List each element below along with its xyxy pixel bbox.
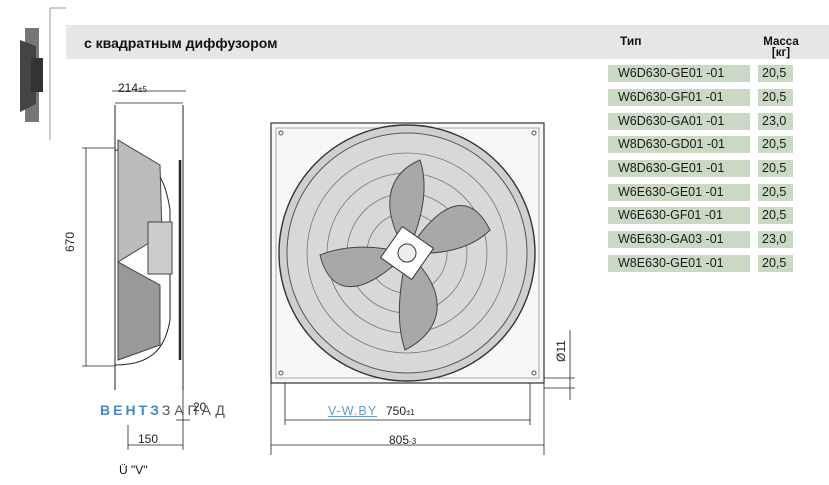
column-header-type: Тип (620, 34, 642, 48)
dimension-214-value: 214 (118, 81, 139, 95)
table-cell-mass: 20,5 (758, 160, 793, 177)
dimension-lines (112, 90, 575, 455)
watermark-brand-b: ЗАПАД (161, 402, 229, 418)
watermark-site-link[interactable]: V-W.BY (328, 404, 378, 418)
table-cell-type: W8E630-GE01 -01 (608, 255, 750, 272)
table-cell-type: W6E630-GE01 -01 (608, 184, 750, 201)
dimension-750-value: 750 (386, 404, 407, 418)
table-cell-type: W8D630-GD01 -01 (608, 136, 750, 153)
page-title: с квадратным диффузором (84, 35, 278, 51)
table-cell-mass: 23,0 (758, 231, 793, 248)
dimension-670: 670 (63, 231, 77, 252)
column-header-mass: Масса [кг] (763, 36, 799, 59)
table-cell-mass: 20,5 (758, 136, 793, 153)
watermark-brand: ВЕНТЗЗАПАД (100, 402, 229, 418)
table-cell-type: W6E630-GF01 -01 (608, 207, 750, 224)
dimension-214-tolerance: ±5 (138, 85, 147, 94)
table-cell-mass: 23,0 (758, 113, 793, 130)
table-cell-mass: 20,5 (758, 255, 793, 272)
dimension-214: 214±5 (118, 81, 147, 95)
table-cell-type: W6D630-GF01 -01 (608, 89, 750, 106)
table-cell-mass: 20,5 (758, 184, 793, 201)
fan-side-view (82, 102, 190, 450)
dimension-805: 805-3 (389, 433, 416, 447)
dimension-150: 150 (138, 432, 159, 446)
fan-side-thumbnail-icon (20, 7, 66, 140)
view-label: Ü "V" (119, 463, 148, 477)
watermark-brand-a: ВЕНТЗ (100, 402, 162, 418)
dimension-805-value: 805 (389, 433, 410, 447)
table-cell-mass: 20,5 (758, 65, 793, 82)
header-bar (66, 25, 829, 59)
dimension-hole-11: Ø11 (554, 340, 568, 362)
dimension-20: 20 (193, 400, 207, 414)
fan-front-view (270, 122, 545, 384)
dimension-750-tolerance: ±1 (406, 408, 415, 417)
table-cell-mass: 20,5 (758, 207, 793, 224)
table-cell-type: W6E630-GA03 -01 (608, 231, 750, 248)
table-cell-type: W6D630-GA01 -01 (608, 113, 750, 130)
table-cell-mass: 20,5 (758, 89, 793, 106)
table-cell-type: W6D630-GE01 -01 (608, 65, 750, 82)
table-cell-type: W8D630-GE01 -01 (608, 160, 750, 177)
dimension-805-tolerance: -3 (409, 437, 417, 446)
dimension-750: 750±1 (386, 404, 415, 418)
